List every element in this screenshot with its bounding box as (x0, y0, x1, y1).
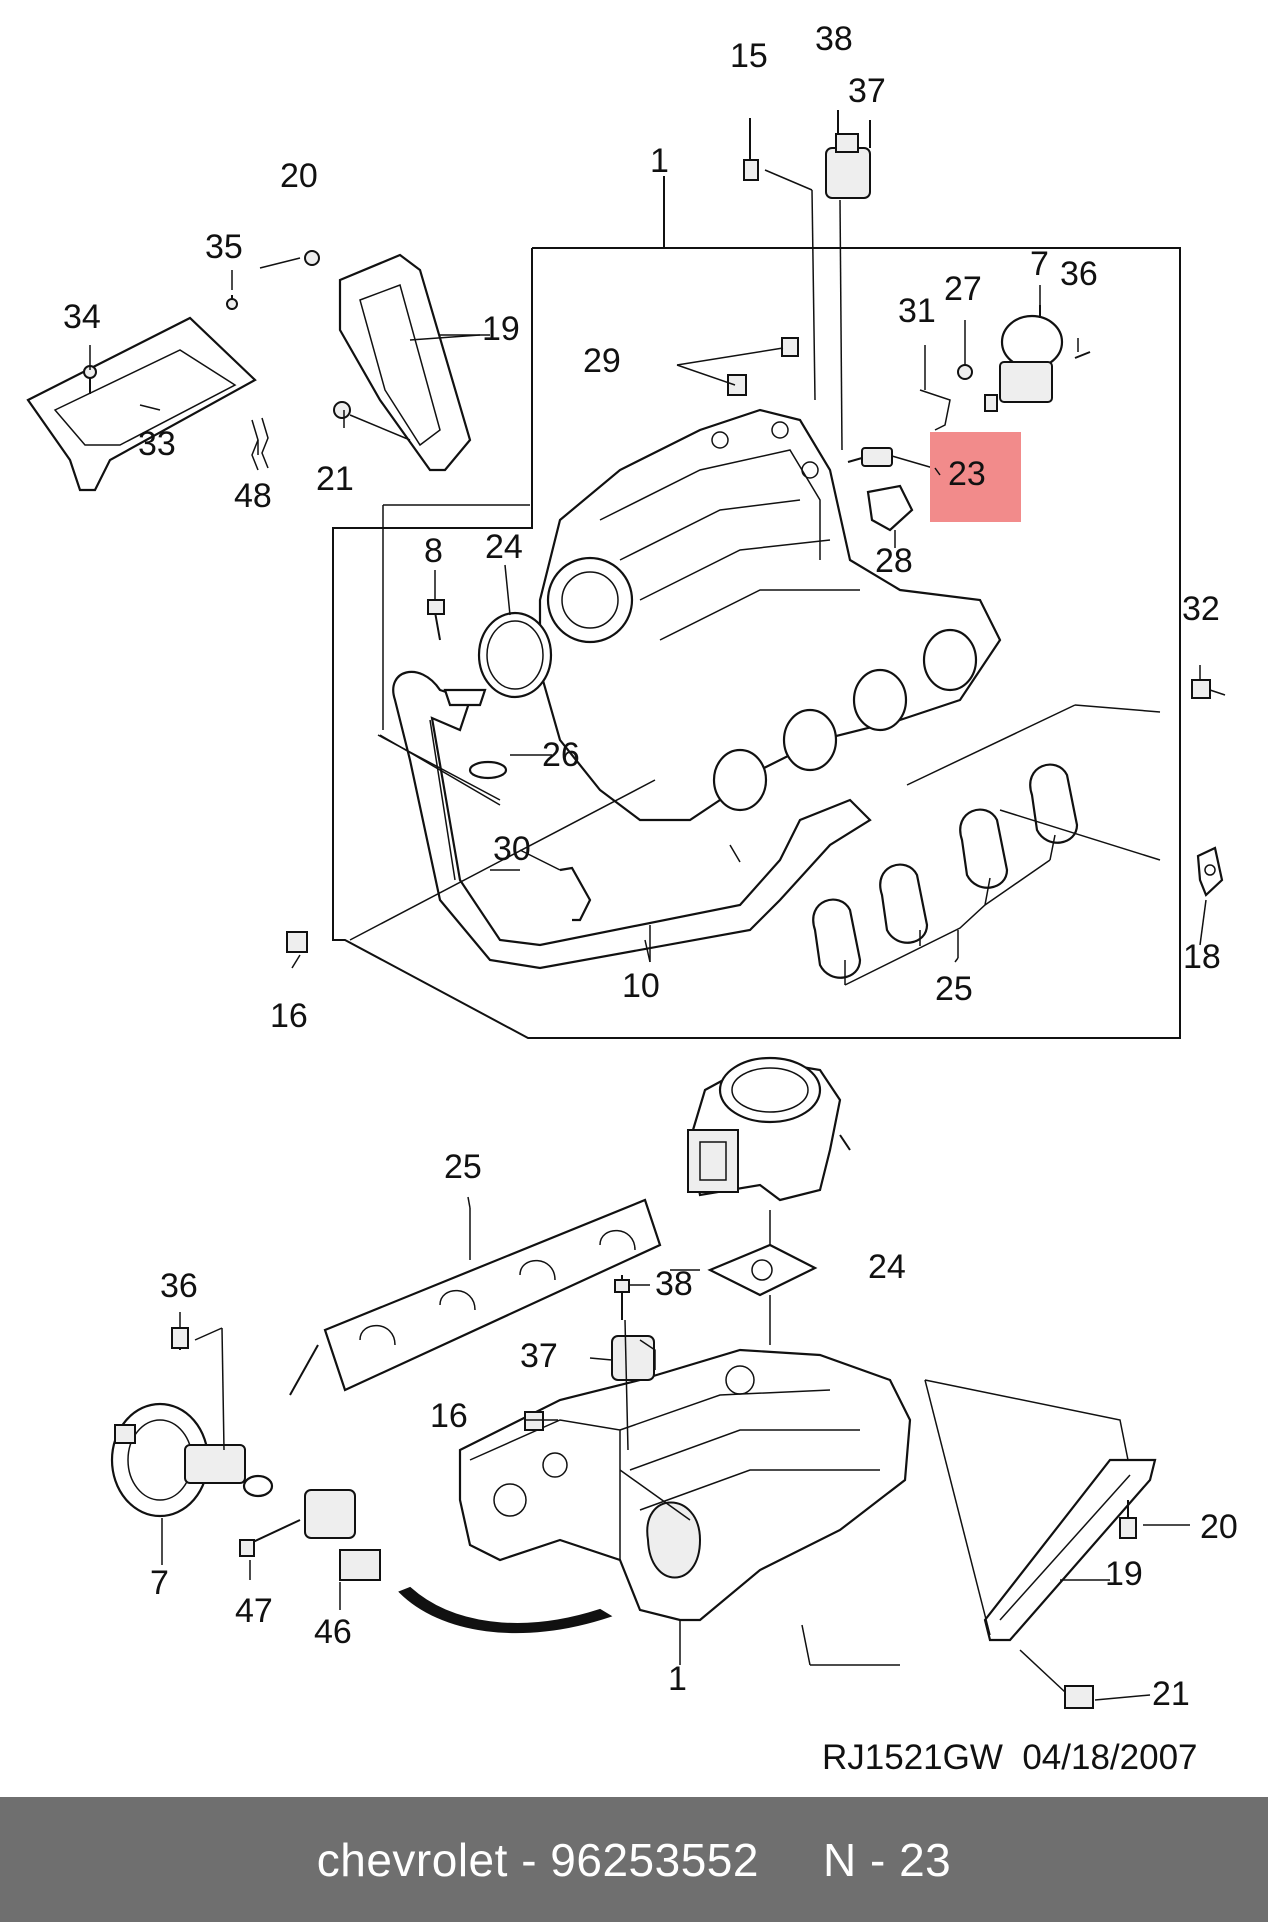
nut-16-upper (286, 931, 308, 953)
callout-25-lower: 25 (444, 1148, 482, 1186)
bolt-15 (743, 118, 816, 401)
callout-47: 47 (235, 1592, 273, 1630)
part-8 (427, 599, 508, 780)
drawing-code: RJ1521GW 04/18/2007 (822, 1738, 1198, 1777)
callout-1-lower: 1 (668, 1660, 687, 1698)
bracket-19-lower (924, 1379, 1157, 1709)
callout-46: 46 (314, 1613, 352, 1651)
callout-labels: 1 15 38 37 20 35 34 19 33 48 21 29 31 27… (63, 20, 1238, 1713)
footer-ref: N - 23 (822, 1833, 952, 1886)
pipe-10 (392, 670, 872, 970)
callout-38-lower: 38 (655, 1265, 693, 1303)
callout-19-lower: 19 (1105, 1555, 1143, 1593)
callout-36-upper: 36 (1060, 255, 1098, 293)
nut-16-lower (524, 1411, 544, 1431)
bracket-33 (26, 295, 269, 492)
callout-26: 26 (542, 736, 580, 774)
callout-34: 34 (63, 298, 101, 336)
callout-18: 18 (1183, 938, 1221, 976)
callout-16-upper: 16 (270, 997, 308, 1035)
callout-1-upper: 1 (650, 142, 669, 180)
footer-bar: chevrolet - 96253552 N - 23 (0, 1797, 1268, 1922)
gasket-25-lower (289, 1198, 662, 1396)
sensor-37-lower (611, 1275, 656, 1451)
upper-assembly-frame (332, 176, 1181, 1039)
callout-21-upper: 21 (316, 460, 354, 498)
gasket-24-upper (477, 611, 553, 699)
callout-48: 48 (234, 477, 272, 515)
callout-33: 33 (138, 425, 176, 463)
callout-20-lower: 20 (1200, 1508, 1238, 1546)
callout-27: 27 (944, 270, 982, 308)
nut-32 (1191, 679, 1226, 699)
callout-leaders (89, 257, 1207, 1610)
bracket-19-top (304, 250, 481, 472)
actuator-7-upper (919, 305, 1091, 431)
callout-37-upper: 37 (848, 72, 886, 110)
callout-37-lower: 37 (520, 1337, 558, 1375)
callout-23: 23 (948, 455, 986, 493)
throttle-body (687, 1056, 851, 1202)
callout-24-upper: 24 (485, 528, 523, 566)
sensor-37-top (825, 110, 871, 451)
callout-16-lower: 16 (430, 1397, 468, 1435)
callout-24-lower: 24 (868, 1248, 906, 1286)
lower-leader-lines (670, 1269, 1190, 1701)
callout-7-upper: 7 (1030, 245, 1049, 283)
callout-19-upper: 19 (482, 310, 520, 348)
valve-46 (239, 1489, 381, 1581)
clip-28 (866, 484, 914, 532)
upper-leader-lines (349, 504, 1161, 962)
sensor-23 (847, 447, 941, 471)
gaskets-25-upper (812, 763, 1079, 986)
callout-29: 29 (583, 342, 621, 380)
direction-arrow (398, 1586, 613, 1634)
callout-30: 30 (493, 830, 531, 868)
callout-25-upper: 25 (935, 970, 973, 1008)
gasket-18 (1196, 846, 1224, 897)
callout-10: 10 (622, 967, 660, 1005)
callout-36-lower: 36 (160, 1267, 198, 1305)
callout-8: 8 (424, 532, 443, 570)
callout-20-upper: 20 (280, 157, 318, 195)
callout-7-lower: 7 (150, 1564, 169, 1602)
intake-manifold-upper (538, 408, 1002, 822)
callout-35: 35 (205, 228, 243, 266)
footer-brand-part: chevrolet - 96253552 (316, 1833, 759, 1886)
callout-28: 28 (875, 542, 913, 580)
callout-32: 32 (1182, 590, 1220, 628)
actuator-7-lower (110, 1327, 274, 1518)
callout-38-upper: 38 (815, 20, 853, 58)
fitting-29 (727, 337, 799, 396)
callout-31: 31 (898, 292, 936, 330)
intake-manifold-lower (458, 1348, 912, 1622)
highlight-box-23 (930, 432, 1021, 522)
parts-diagram: 1 15 38 37 20 35 34 19 33 48 21 29 31 27… (26, 20, 1238, 1713)
gasket-24-lower (707, 1210, 818, 1345)
callout-21-lower: 21 (1152, 1675, 1190, 1713)
callout-15: 15 (730, 37, 768, 75)
